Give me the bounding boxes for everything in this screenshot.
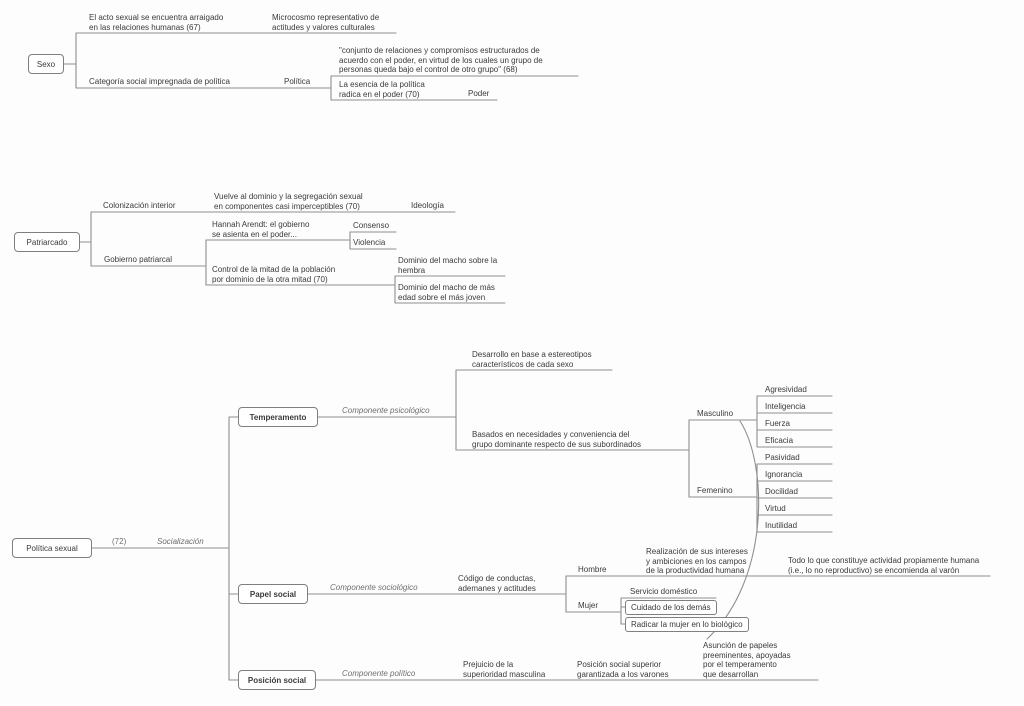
trait-node-fuerza[interactable]: Fuerza (765, 419, 790, 428)
node-sexo-root[interactable]: Sexo (28, 54, 64, 74)
politica-sexual-connectors (91, 369, 991, 681)
patriarcado-connectors (79, 211, 506, 304)
node-temperamento[interactable]: Temperamento (238, 407, 318, 427)
node-cuidado-demas[interactable]: Cuidado de los demás (625, 600, 717, 615)
node-gobierno-patriarcal[interactable]: Gobierno patriarcal (104, 255, 173, 264)
cross-link-curve (706, 420, 760, 640)
node-prejuicio-superioridad[interactable]: Prejuicio de la superioridad masculina (463, 660, 546, 679)
node-asuncion-papeles[interactable]: Asunción de papeles preeminentes, apoyad… (703, 641, 791, 679)
node-mujer[interactable]: Mujer (578, 601, 599, 610)
node-actividad-varon[interactable]: Todo lo que constituye actividad propiam… (788, 556, 980, 575)
trait-node-agresividad[interactable]: Agresividad (765, 385, 807, 394)
trait-node-ignorancia[interactable]: Ignorancia (765, 470, 803, 479)
sexo-connectors (63, 32, 579, 101)
node-vuelve-dominio[interactable]: Vuelve al dominio y la segregación sexua… (214, 192, 363, 211)
node-femenino[interactable]: Femenino (697, 486, 733, 495)
node-hannah-arendt[interactable]: Hannah Arendt: el gobierno se asienta en… (212, 220, 310, 239)
connector-line (91, 369, 991, 681)
node-violencia[interactable]: Violencia (353, 238, 386, 247)
node-acto-sexual[interactable]: El acto sexual se encuentra arraigado en… (89, 13, 224, 32)
node-microcosmo[interactable]: Microcosmo representativo de actitudes y… (272, 13, 380, 32)
node-colonizacion-interior[interactable]: Colonización interior (103, 201, 176, 210)
node-politica-sexual-root[interactable]: Política sexual (12, 538, 92, 558)
trait-node-pasividad[interactable]: Pasividad (765, 453, 800, 462)
node-socializacion[interactable]: Socialización (157, 537, 204, 546)
node-hombre[interactable]: Hombre (578, 565, 607, 574)
node-servicio-domestico[interactable]: Servicio doméstico (630, 587, 698, 596)
edge-label-poder[interactable]: Poder (468, 89, 490, 98)
node-dominio-macho-joven[interactable]: Dominio del macho de más edad sobre el m… (398, 283, 495, 302)
node-masculino[interactable]: Masculino (697, 409, 734, 418)
node-posicion-superior[interactable]: Posición social superior garantizada a l… (577, 660, 669, 679)
edge-label-page-72: (72) (112, 537, 127, 546)
trait-node-inutilidad[interactable]: Inutilidad (765, 521, 798, 530)
node-cita-poder[interactable]: "conjunto de relaciones y compromisos es… (339, 46, 543, 74)
connector-line (63, 32, 579, 101)
node-radicar-biologico[interactable]: Radicar la mujer en lo biológico (625, 617, 749, 632)
edge-label-ideologia[interactable]: Ideología (411, 201, 444, 210)
node-realizacion-intereses[interactable]: Realización de sus intereses y ambicione… (646, 547, 748, 575)
edge-label-politica[interactable]: Política (284, 77, 311, 86)
node-posicion-social[interactable]: Posición social (238, 670, 316, 690)
trait-node-docilidad[interactable]: Docilidad (765, 487, 798, 496)
node-consenso[interactable]: Consenso (353, 221, 390, 230)
edge-label-componente-sociologico: Componente sociológico (330, 583, 418, 592)
node-patriarcado-root[interactable]: Patriarcado (14, 232, 80, 252)
trait-node-eficacia[interactable]: Eficacia (765, 436, 794, 445)
connector-line (79, 211, 506, 304)
node-esencia-politica[interactable]: La esencia de la política radica en el p… (339, 80, 425, 99)
node-codigo-conductas[interactable]: Código de conductas, ademanes y actitude… (458, 574, 536, 593)
trait-node-inteligencia[interactable]: Inteligencia (765, 402, 806, 411)
edge-label-componente-psicologico: Componente psicológico (342, 406, 430, 415)
node-papel-social[interactable]: Papel social (238, 584, 308, 604)
node-basados-necesidades[interactable]: Basados en necesidades y conveniencia de… (472, 430, 641, 449)
edge-label-componente-politico: Componente político (342, 669, 416, 678)
node-categoria-social[interactable]: Categoría social impregnada de política (89, 77, 230, 86)
node-desarrollo-estereotipos[interactable]: Desarrollo en base a estereotipos caract… (472, 350, 592, 369)
node-dominio-macho-hembra[interactable]: Dominio del macho sobre la hembra (398, 256, 498, 275)
node-control-mitad[interactable]: Control de la mitad de la población por … (212, 265, 336, 284)
trait-node-virtud[interactable]: Virtud (765, 504, 786, 513)
